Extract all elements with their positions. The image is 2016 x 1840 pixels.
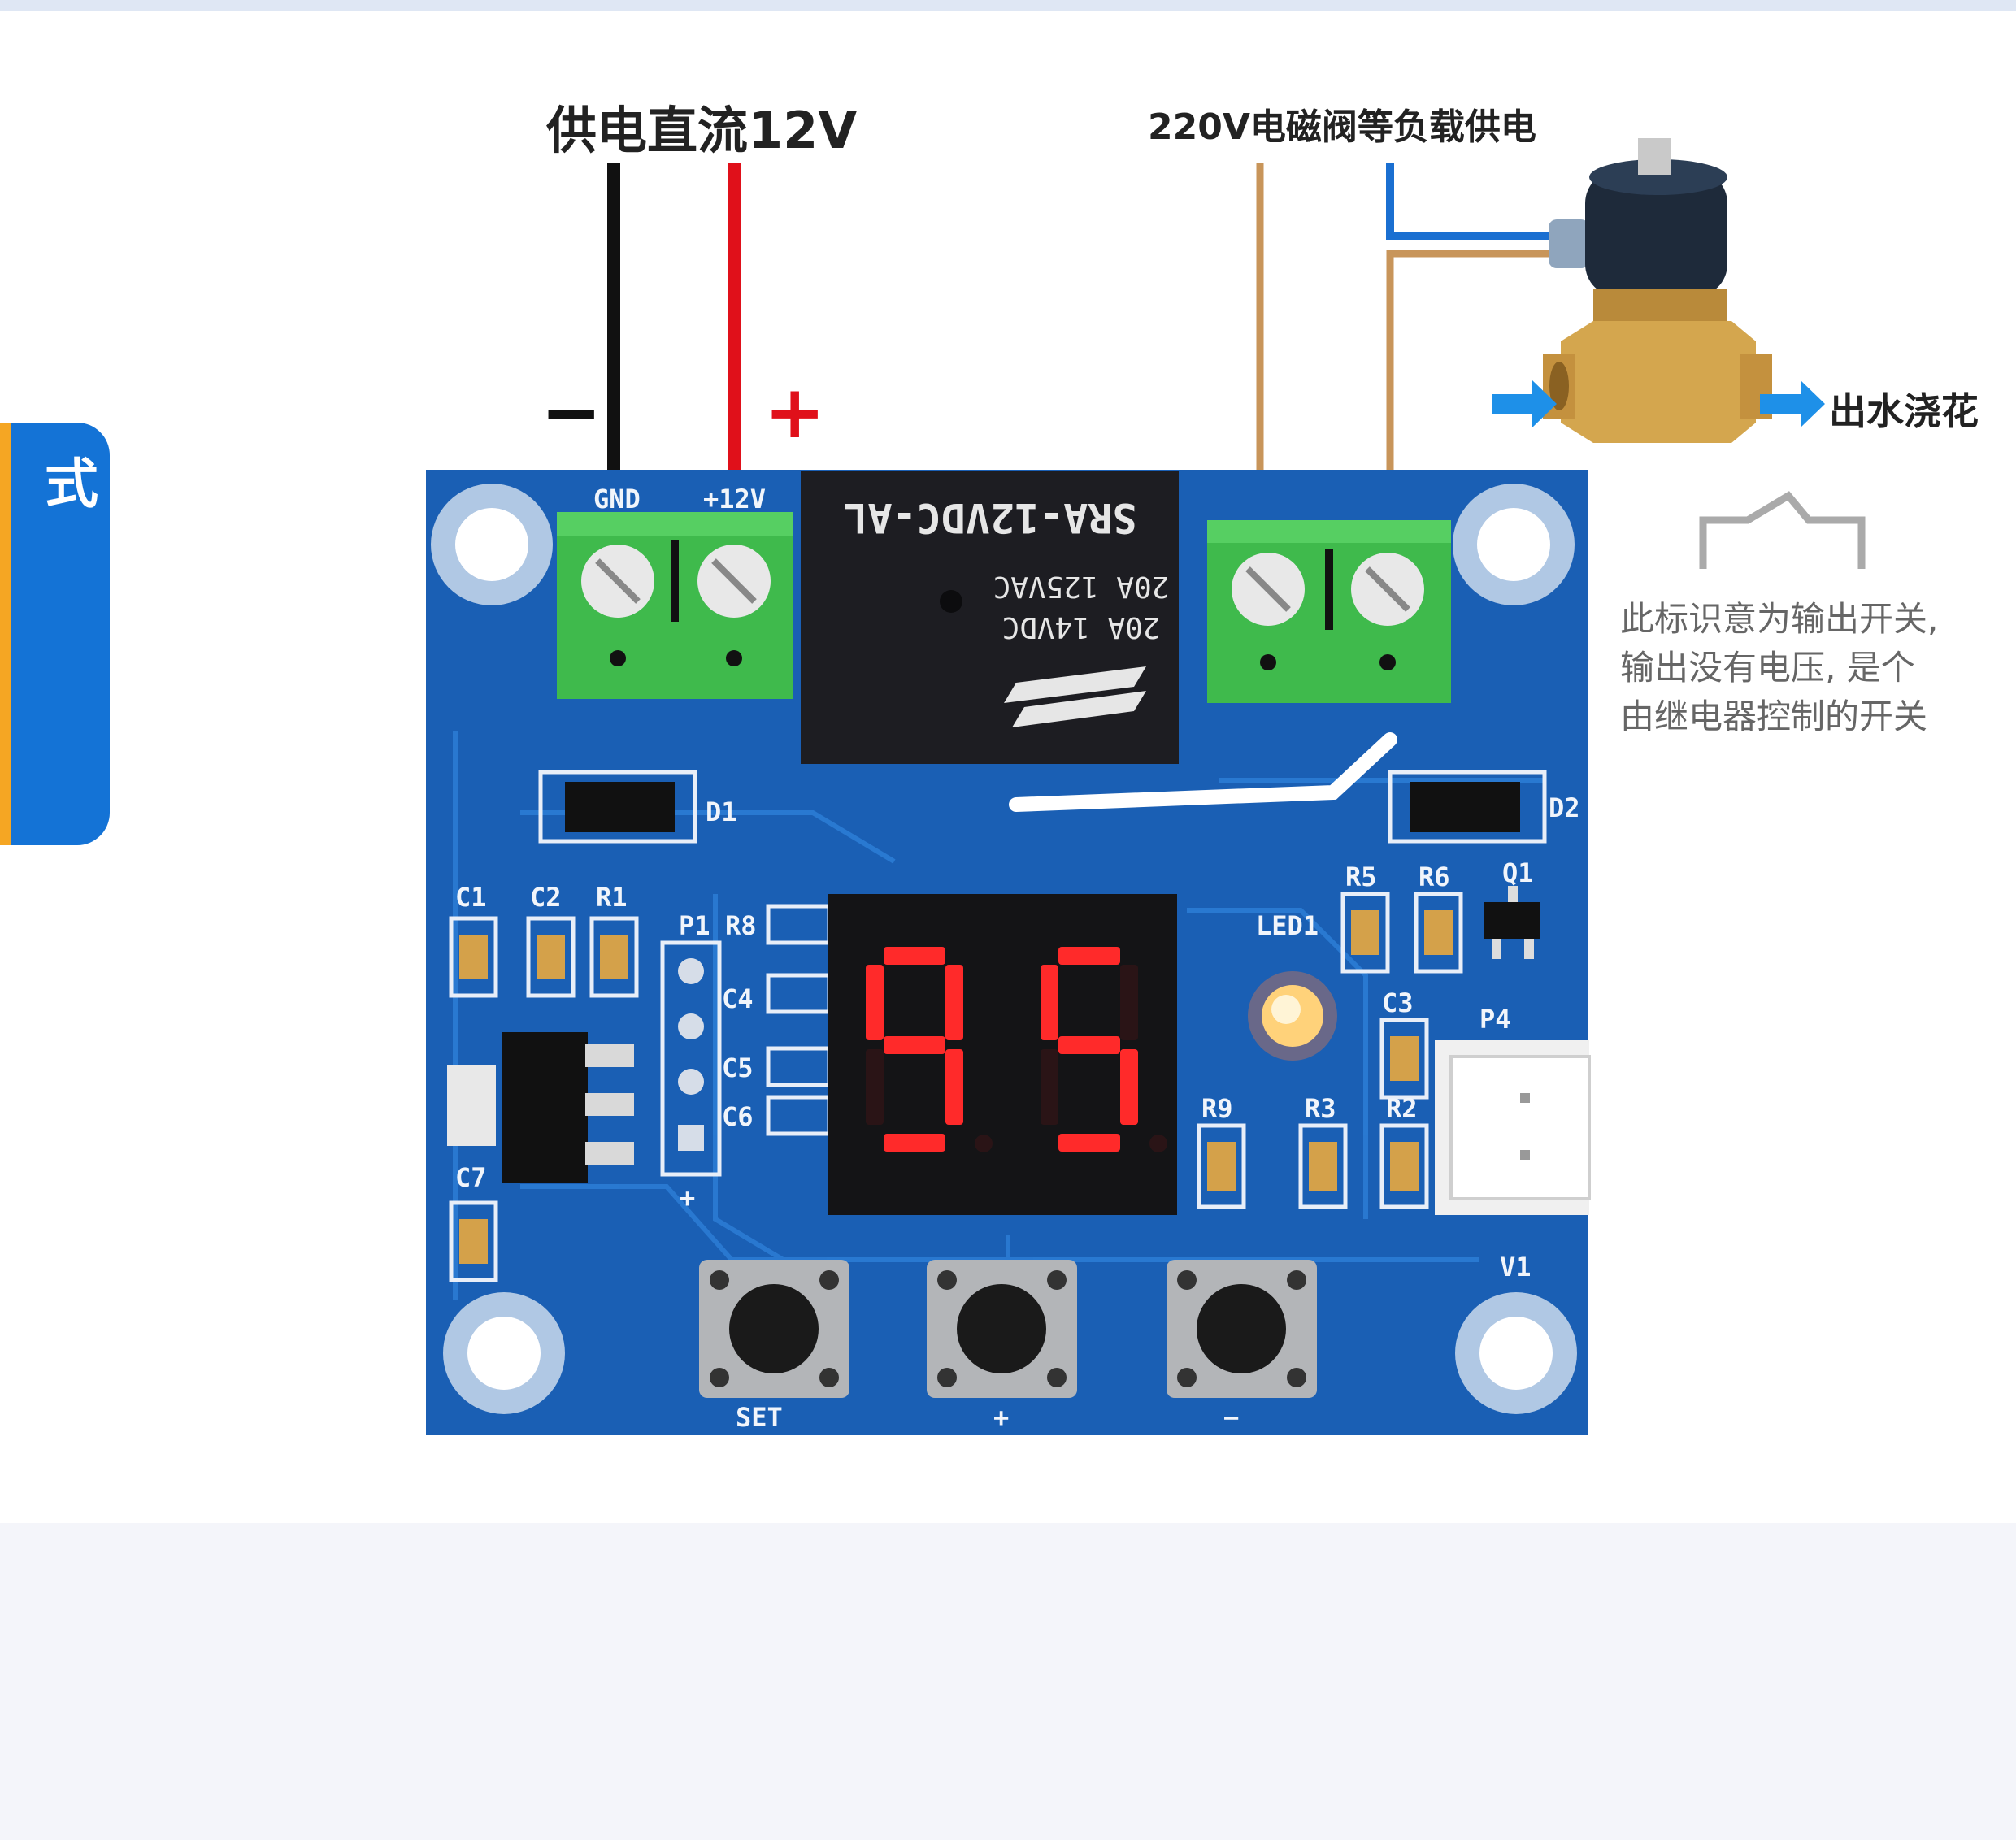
plus-label: + [764, 370, 826, 455]
wire-blue [1386, 163, 1553, 240]
label-v1: V1 [1500, 1252, 1532, 1282]
label-r3: R3 [1305, 1093, 1336, 1124]
digit-0-segment-b [945, 965, 963, 1040]
label-c5: C5 [722, 1052, 754, 1083]
load-supply-label: 220V电磁阀等负载供电 [1148, 106, 1536, 148]
set-button-label: SET [736, 1402, 783, 1433]
capacitor-c7 [449, 1200, 498, 1282]
digit-1-segment-a [1058, 947, 1120, 965]
label-p1: P1 [679, 910, 710, 941]
label-c4: C4 [722, 983, 754, 1014]
capacitor-c2 [526, 916, 576, 998]
set-button[interactable] [699, 1260, 849, 1398]
plus-button-label: + [993, 1402, 1009, 1433]
label-d2: D2 [1549, 792, 1580, 823]
digit-1-segment-d [1058, 1134, 1120, 1152]
digit-1-segment-b [1120, 965, 1138, 1040]
digit-0-segment-f [866, 965, 884, 1040]
capacitor-c3 [1379, 1018, 1429, 1100]
digit-0-segment-g [884, 1036, 945, 1054]
label-led1: LED1 [1256, 910, 1319, 941]
wire-brown-right [1386, 250, 1553, 536]
label-r9: R9 [1201, 1093, 1233, 1124]
voltage-regulator [447, 1032, 634, 1183]
label-c1: C1 [455, 882, 487, 913]
relay-rating-2-text: 20A 14VDC [1001, 610, 1160, 644]
resistor-r2 [1379, 1123, 1429, 1209]
label-c3: C3 [1382, 987, 1414, 1018]
label-q1: Q1 [1502, 857, 1534, 888]
label-c7: C7 [455, 1162, 487, 1193]
load-terminal-block[interactable] [1207, 520, 1451, 703]
resistor-r9 [1197, 1123, 1246, 1209]
label-c6: C6 [722, 1101, 754, 1132]
resistor-r3 [1298, 1123, 1348, 1209]
relay-model-text: SRA-12VDC-AL [843, 494, 1136, 541]
capacitor-c1 [449, 916, 498, 998]
digit-0-segment-c [945, 1049, 963, 1125]
header-p1 [660, 940, 722, 1177]
resistor-r6 [1414, 892, 1463, 974]
digit-0-decimal-point [975, 1135, 993, 1152]
window-top-border [0, 0, 2016, 11]
relay-rating-1-text: 20A 125VAC [993, 570, 1170, 603]
connector-p4 [1435, 1040, 1591, 1215]
mounting-hole-br [1455, 1292, 1577, 1414]
water-out-label: 出水浇花 [1829, 389, 1979, 433]
minus-label: − [541, 370, 602, 455]
diode-d1 [538, 770, 697, 844]
solenoid-valve-icon [1543, 138, 1772, 443]
label-r2: R2 [1386, 1093, 1418, 1124]
resistor-r5 [1340, 892, 1390, 974]
label-p1-plus: + [680, 1183, 695, 1213]
digit-0-segment-e [866, 1049, 884, 1125]
switch-note: 此标识意为输出开关, 输出没有电压, 是个 由继电器控制的开关 [1620, 595, 2002, 741]
digit-0-segment-d [884, 1134, 945, 1152]
outflow-arrow-icon [1760, 380, 1825, 427]
digit-1-segment-g [1058, 1036, 1120, 1054]
led1 [1248, 971, 1337, 1061]
display-segments [866, 947, 1167, 1152]
diode-d2 [1388, 770, 1547, 844]
switch-note-line: 输出没有电压, 是个 [1620, 648, 1915, 688]
inflow-arrow-icon [1492, 380, 1557, 427]
side-tab-label: 220V接线方式 [36, 455, 176, 792]
label-r6: R6 [1419, 861, 1450, 892]
digit-0-segment-a [884, 947, 945, 965]
label-c2: C2 [530, 882, 562, 913]
transistor-q1 [1484, 886, 1540, 959]
label-r8: R8 [725, 910, 757, 941]
label-d1: D1 [706, 796, 737, 827]
label-r5: R5 [1345, 861, 1377, 892]
mounting-hole-bl [443, 1292, 565, 1414]
digit-1-segment-f [1041, 965, 1058, 1040]
minus-button[interactable] [1167, 1260, 1317, 1398]
resistor-r1 [589, 916, 639, 998]
label-r1: R1 [596, 882, 628, 913]
terminal-12v-label: +12V [703, 484, 766, 514]
mounting-hole-tl [431, 484, 553, 605]
switch-note-line: 由继电器控制的开关 [1620, 697, 1928, 736]
digit-1-decimal-point [1149, 1135, 1167, 1152]
side-tab[interactable]: 220V接线方式 [0, 423, 176, 845]
minus-button-label: − [1223, 1402, 1239, 1433]
silkscreen-line [1009, 732, 1397, 812]
digit-1-segment-e [1041, 1049, 1058, 1125]
mounting-hole-tr [1453, 484, 1575, 605]
digit-1-segment-c [1120, 1049, 1138, 1125]
power-terminal-block[interactable] [557, 512, 793, 699]
bottom-blank-area [0, 1523, 2016, 1840]
terminal-gnd-label: GND [593, 484, 641, 514]
label-p4: P4 [1479, 1004, 1511, 1035]
switch-note-line: 此标识意为输出开关, [1620, 599, 1939, 639]
plus-button[interactable] [927, 1260, 1077, 1398]
power-supply-label: 供电直流12V [546, 101, 858, 160]
relay [801, 471, 1179, 764]
switch-symbol-icon [1699, 491, 1866, 569]
